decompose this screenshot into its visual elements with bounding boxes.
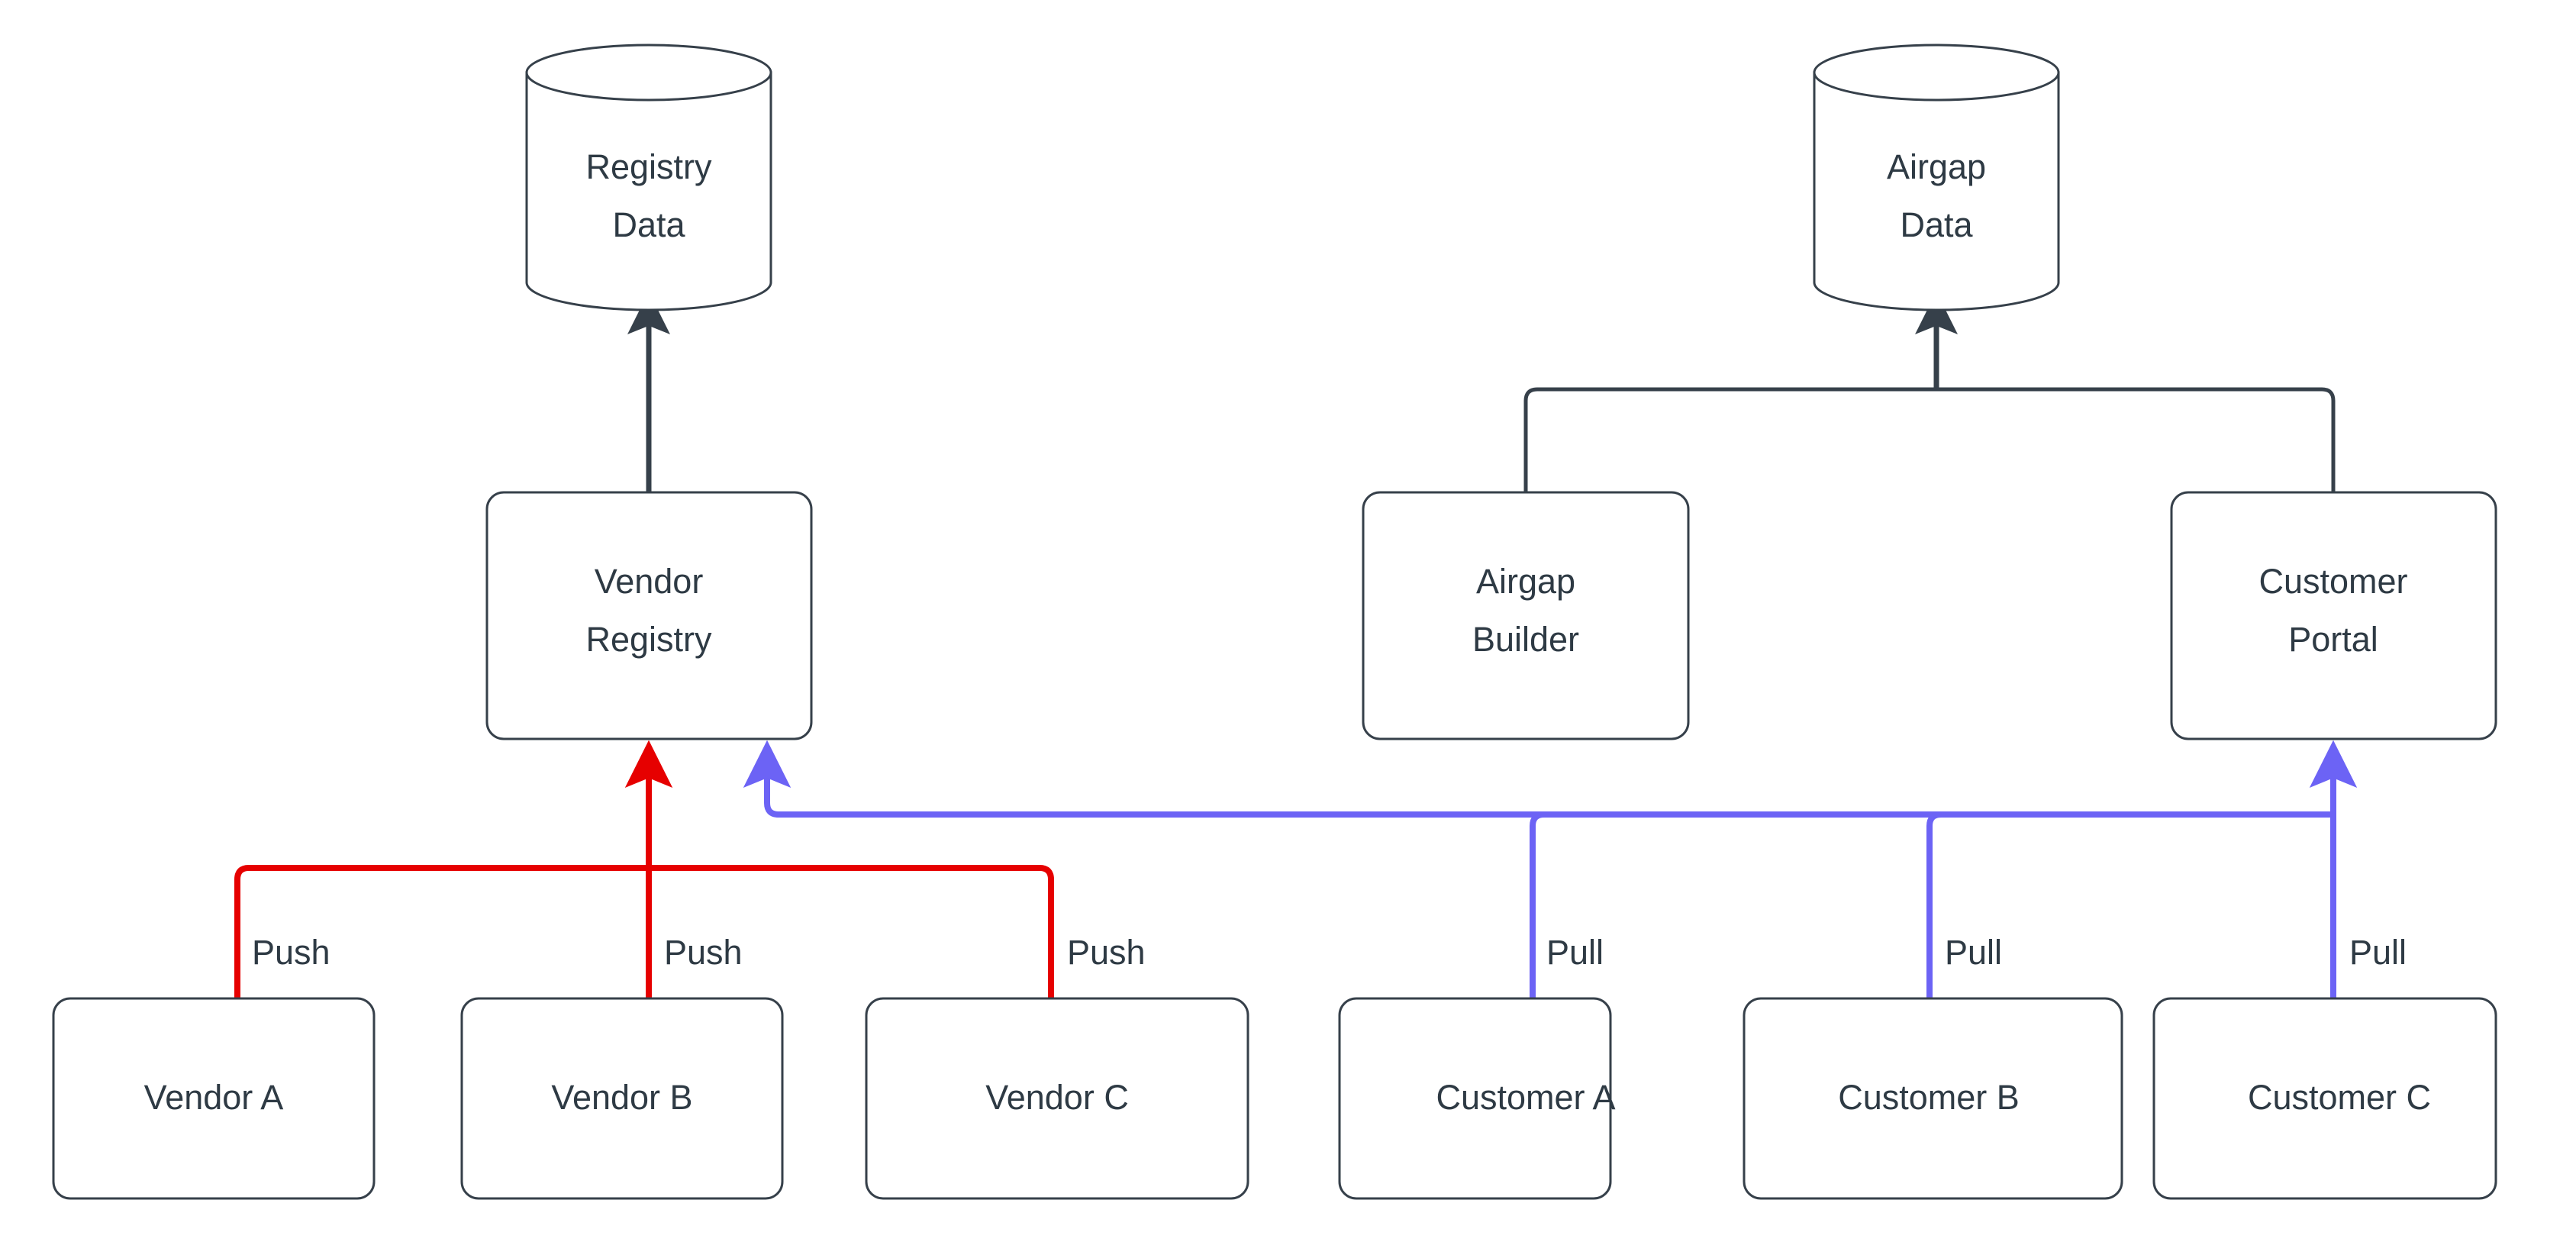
vendor-a-box: [52, 997, 376, 1200]
edge-label-push-vendor-a: Push: [252, 933, 330, 972]
vendor-b-label: Vendor B: [551, 1078, 692, 1117]
edge-push-vendor-c: [649, 865, 1054, 998]
datastore-registry-data[interactable]: Registry Data: [525, 44, 772, 311]
airgap-data-label-line2: Data: [1900, 205, 1973, 244]
vendor-a-label: Vendor A: [144, 1078, 284, 1117]
node-customer-c[interactable]: Customer C: [2152, 997, 2497, 1200]
node-customer-a[interactable]: Customer A: [1338, 997, 1616, 1200]
datastore-airgap-data[interactable]: Airgap Data: [1813, 44, 2060, 311]
node-customer-portal[interactable]: Customer Portal: [2170, 491, 2497, 740]
node-vendor-a[interactable]: Vendor A: [52, 997, 376, 1200]
customer-c-label: Customer C: [2248, 1078, 2431, 1117]
node-customer-b[interactable]: Customer B: [1743, 997, 2123, 1200]
edge-label-pull-customer-a: Pull: [1546, 933, 1604, 972]
vendor-registry-box: [485, 491, 813, 740]
customer-portal-box: [2170, 491, 2497, 740]
node-vendor-b[interactable]: Vendor B: [460, 997, 784, 1200]
customer-portal-label-line1: Customer: [2258, 562, 2407, 601]
airgap-data-label-line1: Airgap: [1887, 147, 1986, 186]
customer-b-box: [1743, 997, 2123, 1200]
airgap-builder-label-line2: Builder: [1472, 620, 1579, 659]
vendor-c-box: [865, 997, 1249, 1200]
airgap-builder-label-line1: Airgap: [1476, 562, 1575, 601]
vendor-registry-label-line2: Registry: [585, 620, 712, 659]
airgap-data-cylinder-top: [1813, 44, 2060, 102]
edge-customer-portal-to-junction: [1936, 387, 2336, 492]
edge-push-vendor-a: [234, 865, 649, 998]
edge-pull-customer-a: [1530, 811, 2333, 998]
edge-label-pull-customer-c: Pull: [2349, 933, 2407, 972]
edge-label-pull-customer-b: Pull: [1945, 933, 2002, 972]
edge-label-push-vendor-b: Push: [664, 933, 743, 972]
node-vendor-registry[interactable]: Vendor Registry: [485, 491, 813, 740]
customer-c-box: [2152, 997, 2497, 1200]
edge-label-push-vendor-c: Push: [1067, 933, 1146, 972]
customer-portal-label-line2: Portal: [2288, 620, 2378, 659]
registry-data-label-line2: Data: [612, 205, 685, 244]
vendor-registry-label-line1: Vendor: [595, 562, 704, 601]
registry-data-cylinder-top: [525, 44, 772, 102]
airgap-builder-box: [1362, 491, 1690, 740]
customer-a-label: Customer A: [1436, 1078, 1615, 1117]
edge-pull-bus-to-vendor-registry: [743, 740, 2333, 818]
airgap-data-cylinder-body: [1813, 71, 2060, 311]
registry-data-cylinder-body: [525, 71, 772, 311]
registry-data-label-line1: Registry: [585, 147, 712, 186]
node-vendor-c[interactable]: Vendor C: [865, 997, 1249, 1200]
customer-b-label: Customer B: [1838, 1078, 2020, 1117]
vendor-b-box: [460, 997, 784, 1200]
node-airgap-builder[interactable]: Airgap Builder: [1362, 491, 1690, 740]
vendor-c-label: Vendor C: [985, 1078, 1129, 1117]
edge-airgap-builder-to-junction: [1523, 387, 1936, 492]
customer-a-box: [1338, 997, 1612, 1200]
